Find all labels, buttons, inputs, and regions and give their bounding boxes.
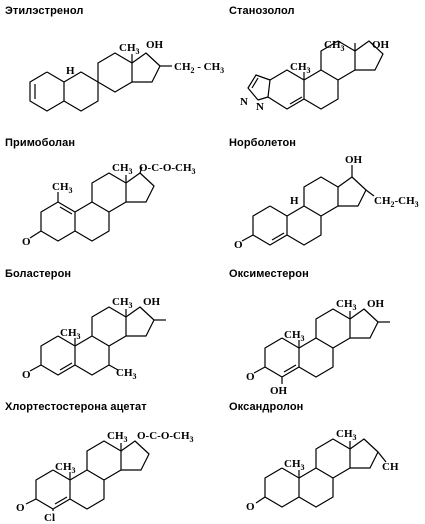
atom-ester: O-C-O-CH3 (137, 430, 194, 444)
atom-ethyl: CH2 - CH3 (174, 61, 224, 75)
atom-ch3: CH3 (119, 42, 140, 56)
compound-name-clostebol-acetate: Хлортестостерона ацетат (5, 401, 147, 413)
atom-oh: OH (345, 154, 363, 166)
atom-ch3-top: CH3 (112, 296, 133, 310)
compound-name-oxandrolone: Оксандролон (229, 401, 304, 413)
atom-ethyl: CH2-CH3 (374, 195, 419, 209)
atom-h: H (290, 195, 299, 207)
atom-ch3-mid: CH3 (55, 461, 76, 475)
atom-ch3-mid: CH3 (284, 458, 305, 472)
atom-n2: N (256, 101, 264, 113)
atom-oh: OH (367, 298, 385, 310)
atom-oxo: O (22, 236, 31, 248)
compound-name-stanozolol: Станозолол (229, 5, 295, 17)
atom-ch3-mid: CH3 (60, 327, 81, 341)
atom-oxo: O (246, 371, 255, 383)
atom-oh: OH (146, 39, 164, 51)
compound-name-norboletone: Норболетон (229, 137, 297, 149)
atom-oxo: O (22, 369, 31, 381)
atom-ch3-mid: CH3 (284, 329, 305, 343)
atom-oh-4: OH (270, 385, 288, 397)
atom-oxo: O (16, 502, 25, 514)
atom-cl: Cl (44, 512, 55, 524)
atom-ch3-mid: CH3 (290, 61, 311, 75)
atom-ch3-top: CH3 (336, 428, 357, 442)
compound-name-ethylestrenol: Этилэстренол (5, 5, 84, 17)
atom-oh: OH (372, 39, 390, 51)
compound-name-bolasterone: Боластерон (5, 268, 72, 280)
atom-ester: O-C-O-CH3 (139, 162, 196, 176)
atom-n: N (240, 96, 248, 108)
atom-oh: OH (143, 296, 161, 308)
compound-name-oxymesterone: Оксиместерон (229, 268, 309, 280)
atom-ch3-top: CH3 (112, 162, 133, 176)
atom-ch3-b: CH3 (116, 367, 137, 381)
compound-name-primobolan: Примоболан (5, 137, 76, 149)
atom-ch3-a: CH3 (52, 181, 73, 195)
atom-ch-right: CH (382, 461, 399, 473)
atom-h: H (66, 65, 75, 77)
atom-oxo: O (246, 501, 255, 513)
atom-ch3-top: CH3 (324, 39, 345, 53)
atom-oxo: O (234, 239, 243, 251)
atom-ch3-top: CH3 (107, 430, 128, 444)
atom-ch3-top: CH3 (336, 298, 357, 312)
